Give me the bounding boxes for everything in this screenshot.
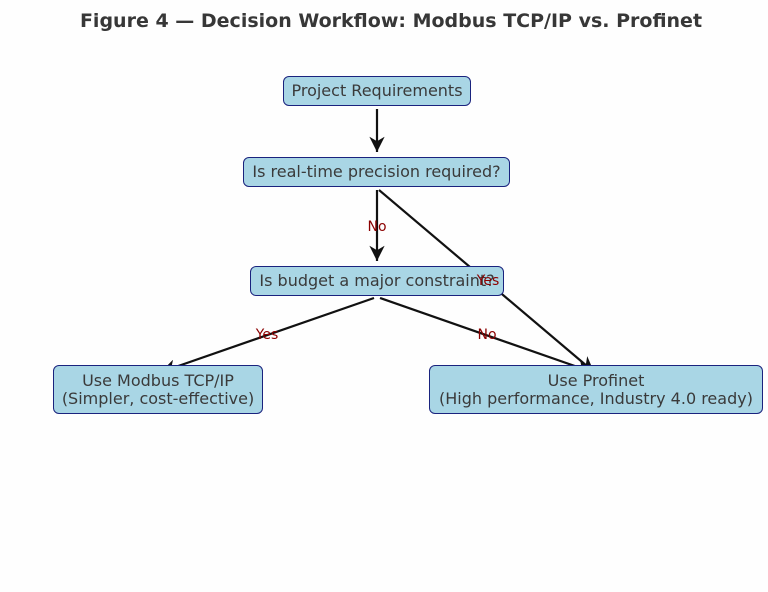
node-label: Use Profinet (547, 370, 645, 390)
node-use-modbus: Use Modbus TCP/IP (Simpler, cost-effecti… (53, 365, 263, 414)
node-sublabel: (High performance, Industry 4.0 ready) (439, 388, 753, 408)
edge-label-budget-yes: Yes (255, 327, 279, 343)
node-realtime-question: Is real-time precision required? (243, 157, 510, 187)
node-label: Project Requirements (291, 81, 463, 100)
edge-label-realtime-no: No (367, 219, 387, 235)
node-label: Is real-time precision required? (252, 162, 501, 181)
node-project-requirements: Project Requirements (283, 76, 471, 106)
edge-label-realtime-yes: Yes (476, 273, 500, 289)
edge-label-budget-no: No (477, 327, 497, 343)
node-sublabel: (Simpler, cost-effective) (61, 388, 255, 408)
node-use-profinet: Use Profinet (High performance, Industry… (429, 365, 763, 414)
edge-budget-profinet (379, 296, 593, 375)
node-label: Is budget a major constraint? (259, 271, 495, 290)
edge-budget-modbus (160, 296, 375, 375)
node-budget-question: Is budget a major constraint? (250, 266, 504, 296)
node-label: Use Modbus TCP/IP (82, 370, 234, 390)
page-title: Figure 4 — Decision Workflow: Modbus TCP… (79, 10, 703, 32)
